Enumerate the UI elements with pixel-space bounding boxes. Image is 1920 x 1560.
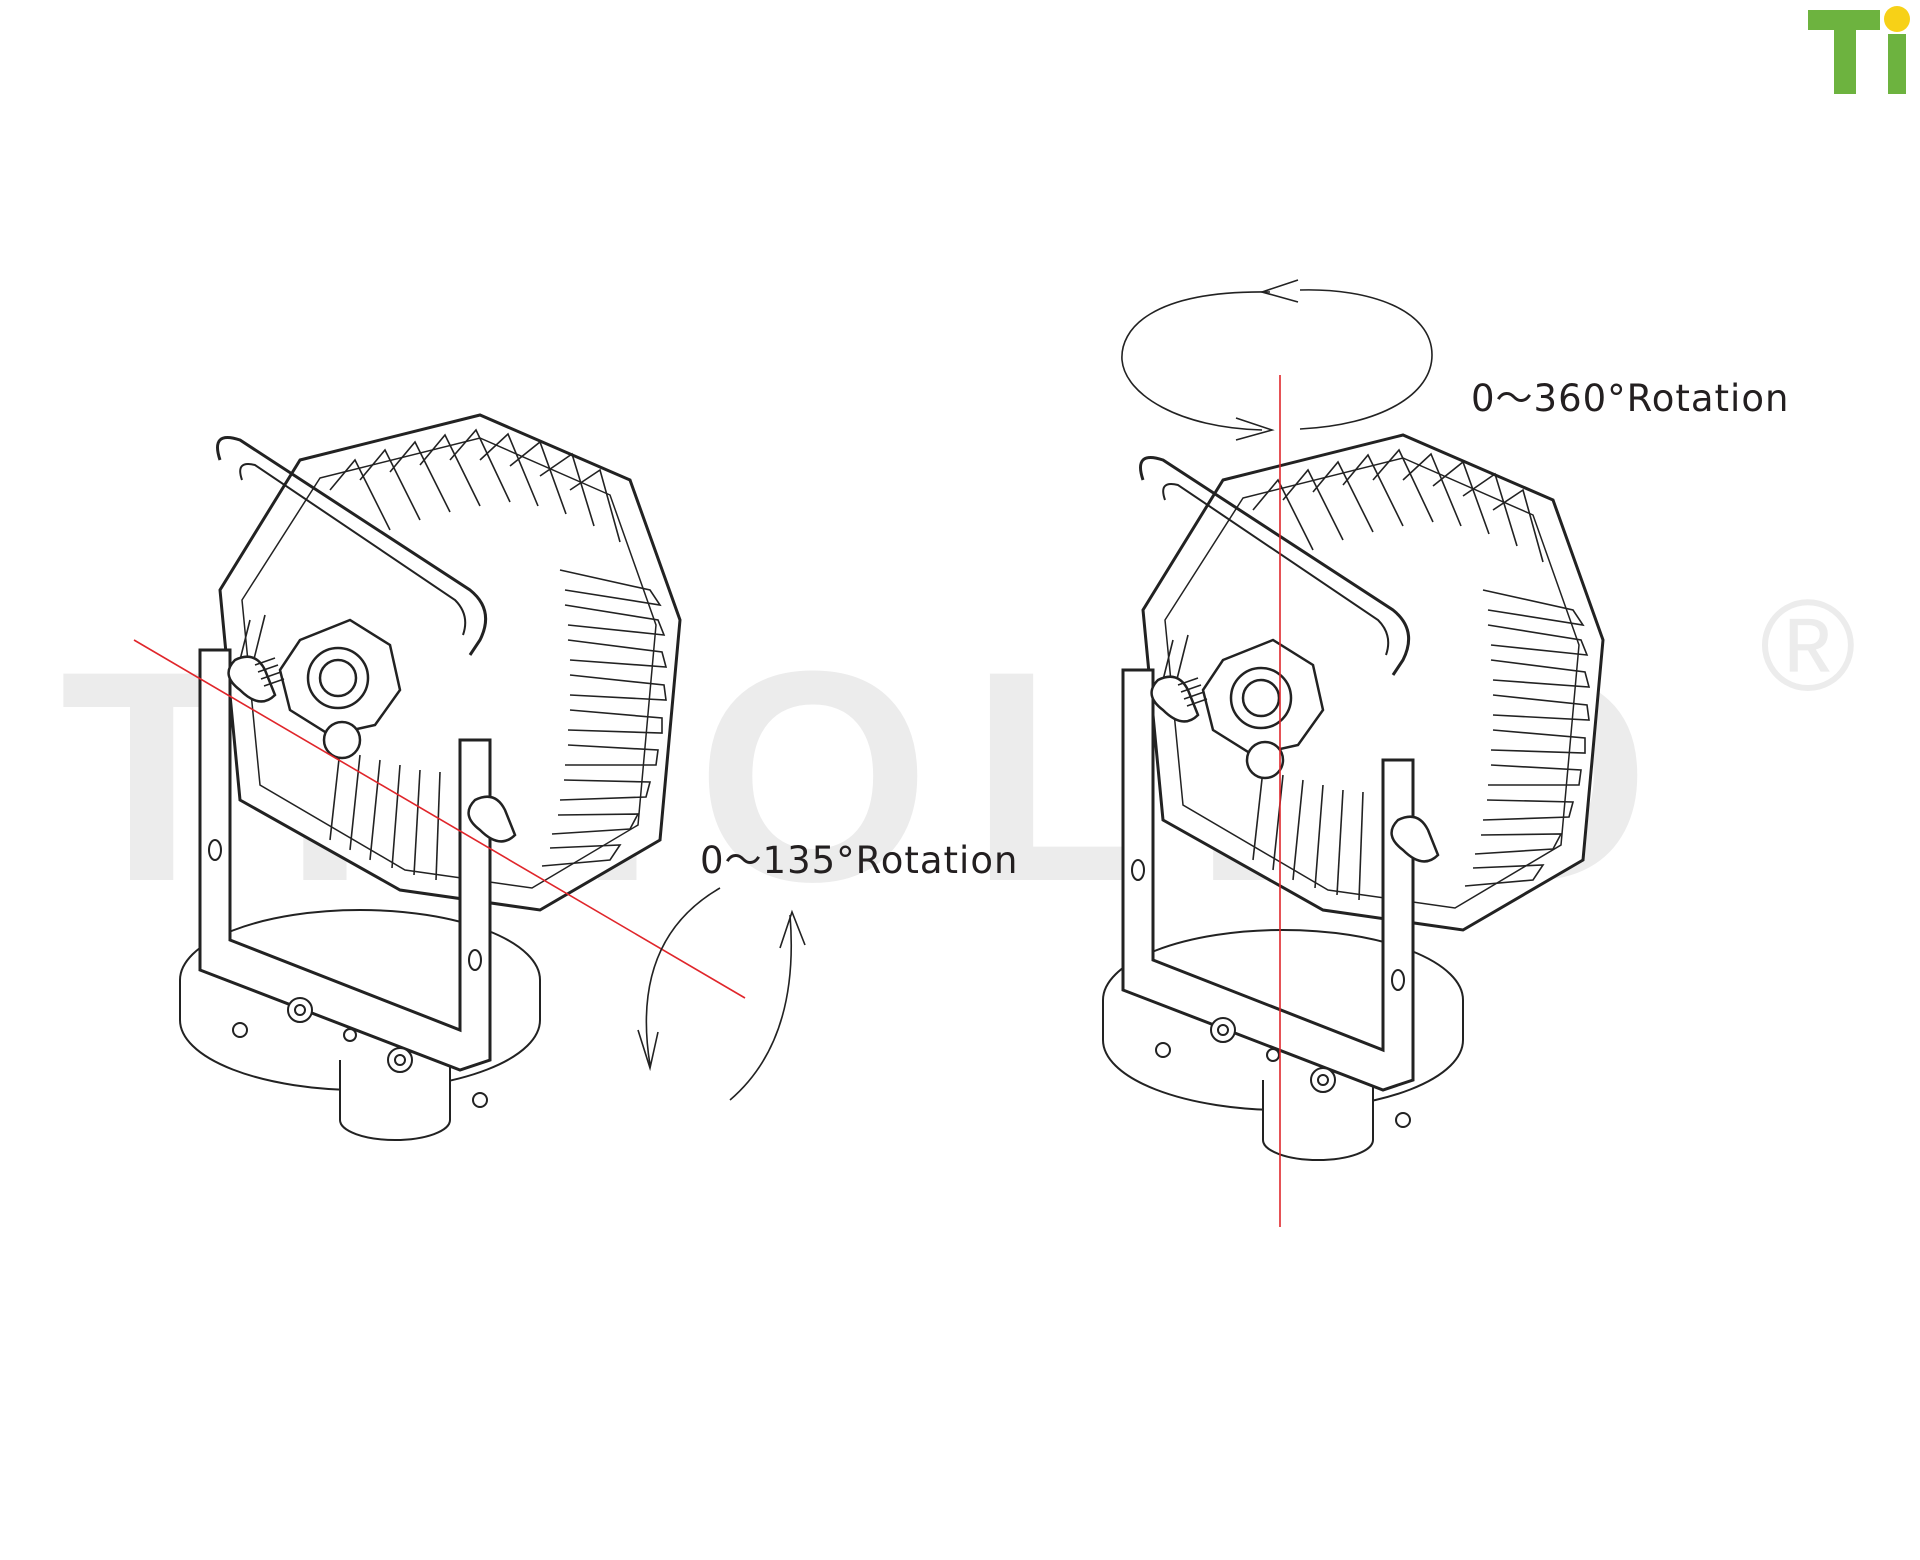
- pan-arrowhead-bottom: [1235, 417, 1275, 441]
- tilt-rotation-arrows: [637, 887, 806, 1101]
- pan-rotation-arrow: [1121, 279, 1433, 441]
- logo-t-stem: [1834, 10, 1856, 94]
- logo-i-stem: [1888, 34, 1906, 94]
- pan-rotation-label: 0～360°Rotation: [1471, 377, 1790, 420]
- logo-i-dot: [1884, 6, 1910, 32]
- tilt-rotation-label: 0～135°Rotation: [700, 839, 1019, 882]
- left-fixture-illustration: [178, 413, 682, 1142]
- watermark-registered-mark: ®: [1760, 572, 1856, 718]
- pan-arrowhead-top: [1259, 279, 1299, 303]
- tilt-arrow-up: [729, 914, 793, 1101]
- right-fixture-illustration: [1101, 433, 1605, 1162]
- brand-logo: [1808, 6, 1910, 94]
- tilt-axis-line: [133, 639, 746, 999]
- pan-ellipse: [1121, 289, 1433, 431]
- tilt-arrow-down: [645, 887, 721, 1066]
- tilt-arrowhead-down: [637, 1029, 659, 1072]
- tilt-arrowhead-up: [779, 909, 806, 949]
